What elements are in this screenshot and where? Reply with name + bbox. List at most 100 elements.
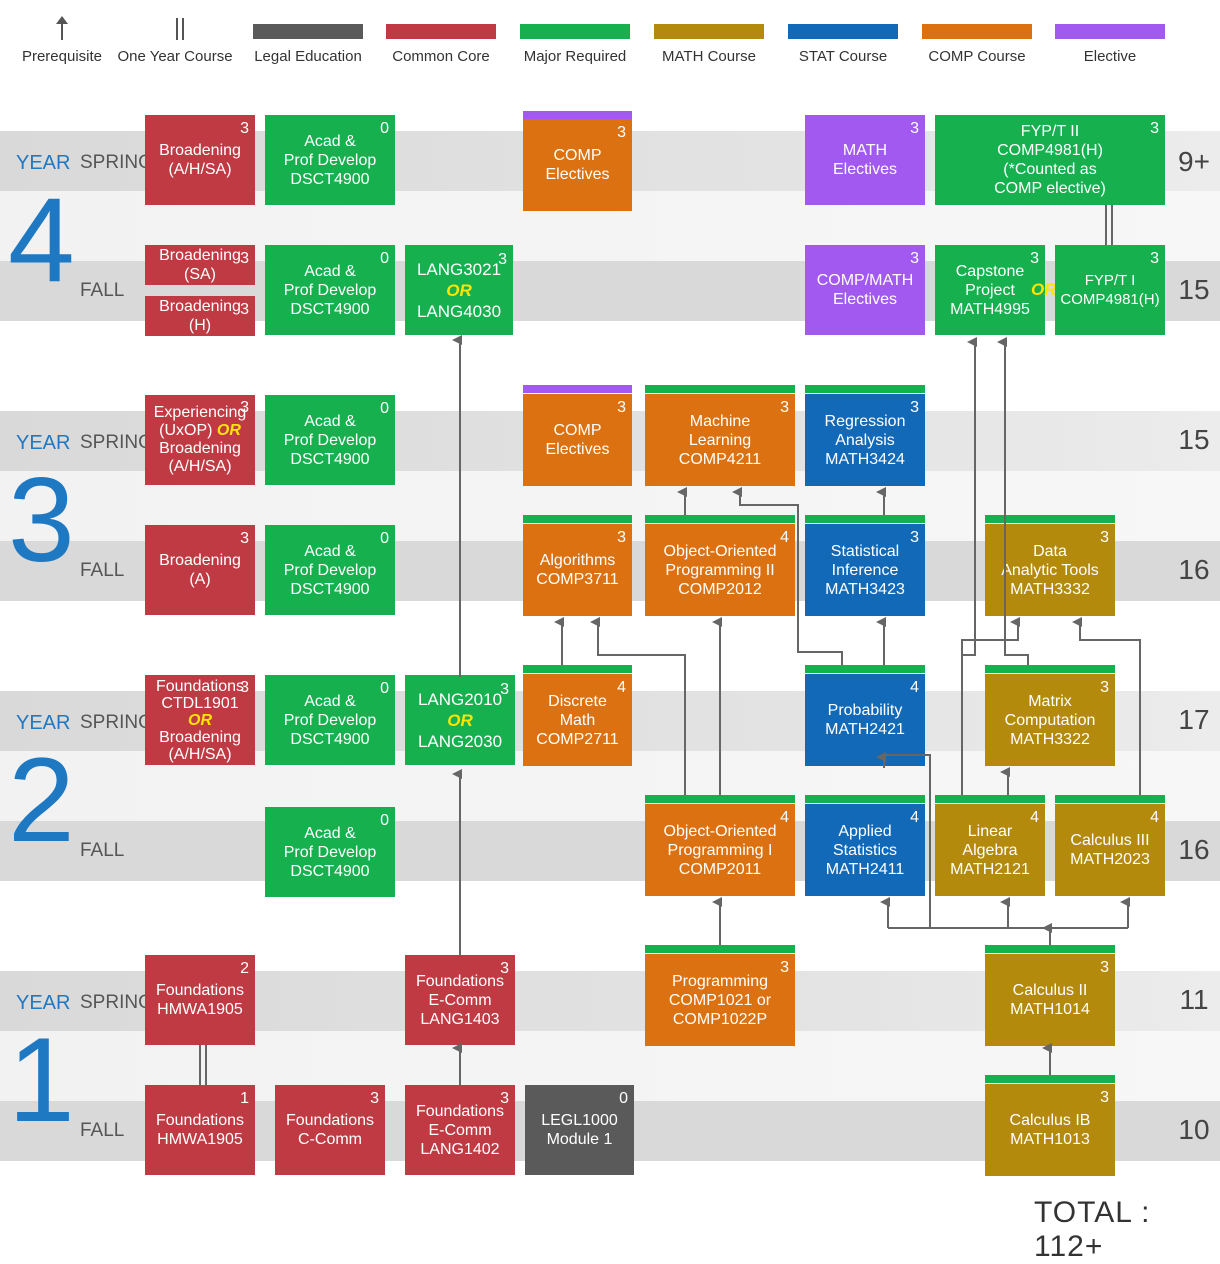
course-y3f-statistical-inference[interactable]: 3 Statistical Inference MATH3423 [805,524,925,616]
course-y1f-hmwa[interactable]: 1 Foundations HMWA1905 [145,1085,255,1175]
course-y1s-programming[interactable]: 3 Programming COMP1021 or COMP1022P [645,954,795,1046]
credit-value: 3 [1150,250,1159,267]
year1-number: 1 [8,1013,75,1147]
major-required-bar [805,795,925,803]
legend-comp: COMP Course [928,48,1026,65]
course-y2s-matrix-computation[interactable]: 3 Matrix Computation MATH3322 [985,674,1115,766]
credit-value: 3 [240,120,249,137]
credit-value: 3 [500,1090,509,1107]
year4-label: YEAR [16,152,71,174]
course-y1s-ecomm[interactable]: 3 Foundations E-Comm LANG1403 [405,955,515,1045]
course-y1f-ccomm[interactable]: 3 Foundations C-Comm [275,1085,385,1175]
credit-value: 3 [1100,679,1109,696]
credit-value: 0 [380,120,389,137]
y2-fall-credits: 16 [1178,834,1210,865]
course-y4f-fyp1[interactable]: 3 FYP/T I COMP4981(H) [1055,245,1165,335]
credit-value: 4 [1150,809,1159,826]
year3-number: 3 [8,453,75,587]
legend-swatch-common [386,24,496,39]
course-y2f-acad[interactable]: 0 Acad & Prof Develop DSCT4900 [265,807,395,897]
credit-value: 3 [617,399,626,416]
course-y4f-lang[interactable]: 3 LANG3021 OR LANG4030 [405,245,513,335]
credit-value: 3 [370,1090,379,1107]
course-y3f-oop2[interactable]: 4 Object-Oriented Programming II COMP201… [645,524,795,616]
course-y2s-acad[interactable]: 0 Acad & Prof Develop DSCT4900 [265,675,395,765]
credit-value: 3 [1150,120,1159,137]
course-y2s-probability[interactable]: 4 Probability MATH2421 [805,674,925,766]
legend-elective: Elective [1083,48,1137,65]
course-y2s-lang[interactable]: 3 LANG2010 OR LANG2030 [405,675,515,765]
y1-fall-label: FALL [80,1120,125,1141]
course-y2s-discrete-math[interactable]: 4 Discrete Math COMP2711 [523,674,632,766]
credit-value: 4 [780,529,789,546]
course-y2f-applied-statistics[interactable]: 4 Applied Statistics MATH2411 [805,804,925,896]
year2-label: YEAR [16,712,71,734]
y2-spring-label: SPRING [80,712,153,733]
course-y1f-ecomm[interactable]: 3 Foundations E-Comm LANG1402 [405,1085,515,1175]
credit-value: 0 [380,250,389,267]
major-required-bar [645,515,795,523]
course-y1f-calculus-1b[interactable]: 3 Calculus IB MATH1013 [985,1084,1115,1176]
course-y3f-acad[interactable]: 0 Acad & Prof Develop DSCT4900 [265,525,395,615]
course-y2f-oop1[interactable]: 4 Object-Oriented Programming I COMP2011 [645,804,795,896]
y4-spring-credits: 9+ [1178,146,1210,177]
course-y1f-legl1000[interactable]: 0 LEGL1000 Module 1 [525,1085,634,1175]
course-y1s-calculus-2[interactable]: 3 Calculus II MATH1014 [985,954,1115,1046]
legend-swatch-math [654,24,764,39]
major-required-bar [645,945,795,953]
course-y3s-ml[interactable]: 3 Machine Learning COMP4211 [645,394,795,486]
credit-value: 0 [380,530,389,547]
legend-swatch-comp [922,24,1032,39]
y2-spring-credits: 17 [1178,704,1210,735]
course-y1s-hmwa[interactable]: 2 Foundations HMWA1905 [145,955,255,1045]
course-y3f-data-analytic-tools[interactable]: 3 Data Analytic Tools MATH3332 [985,524,1115,616]
credit-value: 4 [780,809,789,826]
course-y3s-regression[interactable]: 3 Regression Analysis MATH3424 [805,394,925,486]
credit-value: 3 [498,251,507,268]
course-y3s-comp-electives[interactable]: 3 COMP Electives [523,394,632,486]
course-y4f-broadening-sa[interactable]: 3 Broadening (SA) [145,245,255,285]
credit-value: 3 [240,679,249,696]
course-y3s-experiencing[interactable]: 3 Experiencing (UxOP) OR Broadening (A/H… [145,395,255,485]
year3-label: YEAR [16,432,71,454]
course-y4s-math-electives[interactable]: 3 MATH Electives [805,115,925,205]
legend-math: MATH Course [662,48,756,65]
major-required-bar [805,385,925,393]
course-y3s-acad[interactable]: 0 Acad & Prof Develop DSCT4900 [265,395,395,485]
course-y4f-broadening-h[interactable]: 3 Broadening (H) [145,296,255,336]
y1-spring-credits: 11 [1179,984,1209,1015]
credit-value: 3 [910,250,919,267]
course-y4f-compmath-electives[interactable]: 3 COMP/MATH Electives [805,245,925,335]
y1-fall-credits: 10 [1178,1114,1210,1145]
prerequisite-arrows [199,205,1141,1085]
course-y4s-broadening[interactable]: 3 Broadening (A/H/SA) [145,115,255,205]
credit-value: 4 [1030,809,1039,826]
credit-value: 3 [240,399,249,416]
course-y4s-acad[interactable]: 0 Acad & Prof Develop DSCT4900 [265,115,395,205]
course-y3f-algorithms[interactable]: 3 Algorithms COMP3711 [523,524,632,616]
credit-value: 0 [380,680,389,697]
credit-value: 3 [240,301,249,318]
major-required-bar [805,665,925,673]
major-required-bar [985,1075,1115,1083]
legend-swatch-stat [788,24,898,39]
course-y2f-linear-algebra[interactable]: 4 Linear Algebra MATH2121 [935,804,1045,896]
legend-swatch-major [520,24,630,39]
course-y4f-capstone[interactable]: 3 Capstone Project MATH4995 [935,245,1045,335]
credit-value: 1 [240,1090,249,1107]
or-label: OR [447,710,473,730]
credit-value: 3 [617,124,626,141]
year2-number: 2 [8,733,75,867]
credit-value: 3 [240,530,249,547]
course-y2s-foundations-ctdl[interactable]: 3 Foundations CTDL1901 OR Broadening (A/… [145,675,255,765]
major-required-bar [645,385,795,393]
elective-bar [523,385,632,393]
course-y2f-calculus-3[interactable]: 4 Calculus III MATH2023 [1055,804,1165,896]
course-y4s-comp-electives[interactable]: 3 COMP Electives [523,119,632,211]
major-required-bar [523,515,632,523]
credit-value: 3 [500,681,509,698]
course-y3f-broadening[interactable]: 3 Broadening (A) [145,525,255,615]
y4-fall-credits: 15 [1178,274,1210,305]
course-y4s-fyp2[interactable]: 3 FYP/T II COMP4981(H) (*Counted as COMP… [935,115,1165,205]
course-y4f-acad[interactable]: 0 Acad & Prof Develop DSCT4900 [265,245,395,335]
